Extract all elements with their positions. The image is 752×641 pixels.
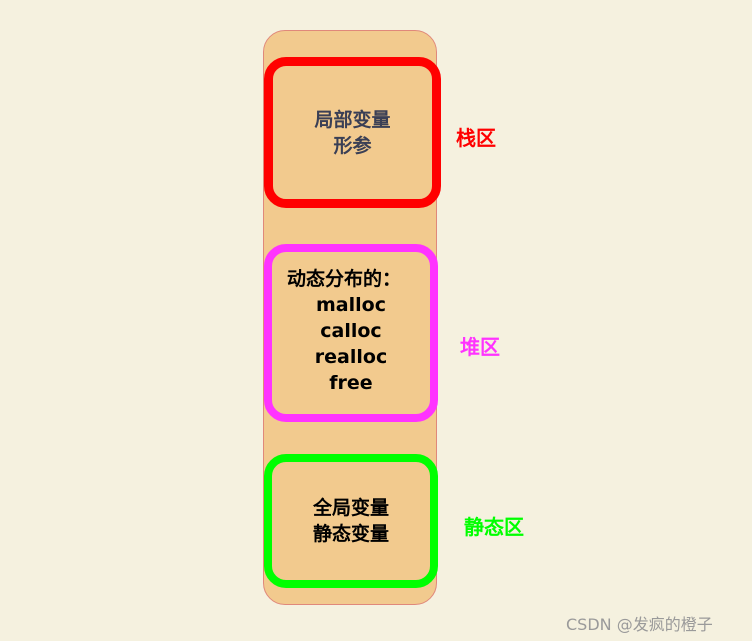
stack-label: 栈区 xyxy=(456,126,496,150)
static-region-box: 全局变量静态变量 xyxy=(264,454,438,588)
static-label: 静态区 xyxy=(464,515,524,539)
heap-region-box: 动态分布的： malloc calloc realloc free xyxy=(264,244,438,422)
heap-line: calloc xyxy=(320,320,382,342)
heap-line: realloc xyxy=(314,346,388,368)
stack-line: 局部变量 xyxy=(314,108,391,131)
heap-line: 动态分布的： xyxy=(286,268,401,290)
heap-label: 堆区 xyxy=(460,335,500,359)
heap-line: free xyxy=(329,372,373,394)
watermark: CSDN @发疯的橙子 xyxy=(566,615,713,634)
heap-line: malloc xyxy=(316,294,386,316)
stack-line: 形参 xyxy=(333,134,372,157)
static-line: 全局变量 xyxy=(312,497,389,519)
static-line: 静态变量 xyxy=(312,523,389,545)
stack-region-box: 局部变量形参 xyxy=(264,57,441,208)
